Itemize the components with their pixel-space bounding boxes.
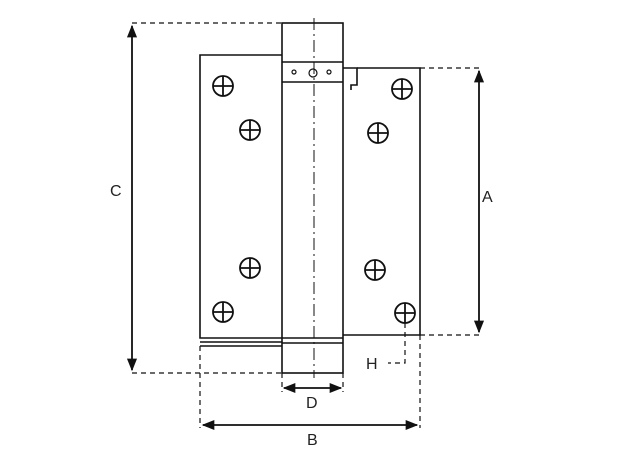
left-screw-holes [212, 75, 261, 323]
dimension-a-label: A [482, 189, 493, 206]
screw-hole-icon [394, 302, 416, 324]
tension-adjust-holes [291, 68, 332, 78]
screw-hole-icon [212, 75, 234, 97]
screw-hole-icon [239, 119, 261, 141]
hinge-barrel [281, 22, 344, 374]
dimension-h-label: H [366, 356, 378, 373]
left-leaf [199, 54, 282, 339]
dimension-b-label: B [307, 432, 318, 449]
base-plate-line [200, 341, 282, 347]
screw-hole-icon [239, 257, 261, 279]
dimension-d-label: D [306, 395, 318, 412]
dimension-lines [126, 24, 485, 431]
screw-hole-icon [391, 78, 413, 100]
extension-lines [132, 22, 482, 428]
right-screw-holes [364, 78, 416, 324]
screw-hole-icon [367, 122, 389, 144]
right-leaf [343, 67, 421, 336]
screw-hole-icon [364, 259, 386, 281]
dimension-c-label: C [110, 183, 122, 200]
screw-hole-icon [212, 301, 234, 323]
